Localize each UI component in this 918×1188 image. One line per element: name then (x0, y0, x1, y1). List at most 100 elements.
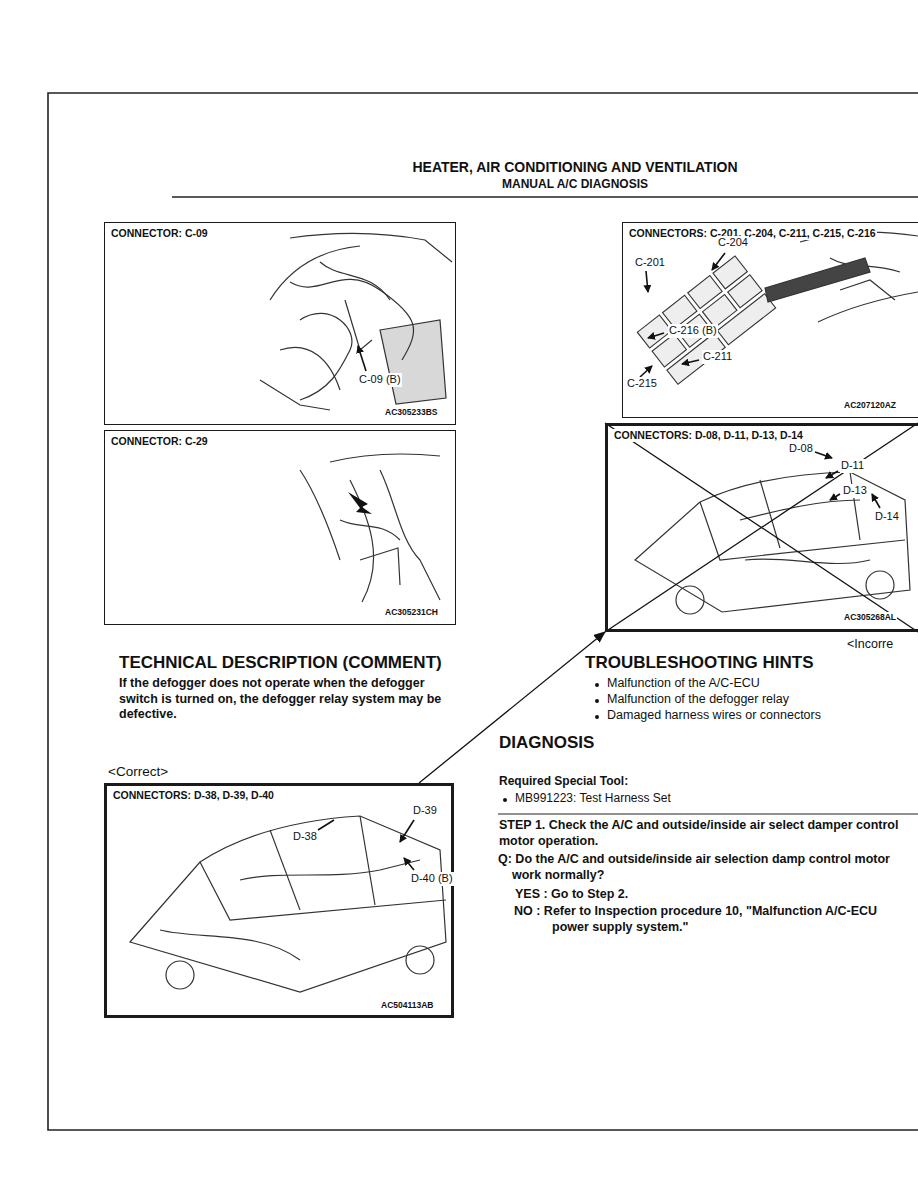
page-title: HEATER, AIR CONDITIONING AND VENTILATION (300, 159, 850, 175)
section-heading: TROUBLESHOOTING HINTS (584, 652, 815, 673)
dashboard-sketch-part (380, 470, 440, 600)
crossed-out-mark (605, 423, 918, 632)
callout-label: D-40 (B) (410, 872, 454, 886)
callout-arrow-part (400, 820, 414, 842)
page-frame-part (498, 814, 918, 815)
callout-arrow-part (646, 271, 648, 292)
section-subtitle: MANUAL A/C DIAGNOSIS (300, 177, 850, 192)
answer-text: NO : Refer to Inspection procedure 10, "… (514, 904, 914, 935)
hint-item: Malfunction of the A/C-ECU (606, 676, 761, 692)
callout-label: C-216 (B) (668, 324, 718, 338)
box-heading: CONNECTORS: C-201, C-204, C-211, C-215, … (628, 227, 877, 240)
crossed-out-mark-part (605, 423, 918, 632)
callout-label: C-09 (B) (358, 373, 402, 387)
callout-arrow-part (640, 366, 652, 377)
vehicle-sketch-part (166, 961, 194, 989)
callout-arrow-part (682, 360, 699, 364)
vehicle-sketch-part (676, 586, 704, 614)
callout-arrow-part (404, 858, 414, 870)
section-heading: DIAGNOSIS (498, 732, 595, 753)
callout-label: C-201 (634, 256, 666, 270)
dashboard-sketch-part (290, 279, 414, 360)
dashboard-sketch-part (260, 380, 330, 410)
vehicle-sketch-part (635, 472, 910, 612)
correct-view-box: <Correct>CONNECTORS: D-38, D-39, D-40 (104, 783, 454, 1018)
dashboard-sketch (260, 233, 452, 410)
box-heading: CONNECTOR: C-29 (110, 435, 209, 448)
vehicle-interior-sketch (765, 232, 918, 322)
callout-arrow (318, 820, 414, 870)
callout-arrow-part (872, 494, 880, 508)
connector-block (637, 256, 775, 384)
callout-arrow-part (358, 346, 366, 371)
description-text: If the defogger does not operate when th… (118, 676, 458, 723)
incorrect-view-box: CONNECTORS: D-08, D-11, D-13, D-14<Incor… (605, 423, 918, 632)
figure-code: AC305231CH (384, 607, 439, 618)
bullet-dot (595, 699, 599, 703)
callout-label: D-14 (874, 510, 900, 524)
tool-heading: Required Special Tool: (498, 774, 629, 789)
hint-item: Malfunction of the defogger relay (606, 692, 790, 708)
callout-label: D-11 (840, 459, 865, 473)
figure-code: AC504113AB (380, 1000, 434, 1011)
vehicle-sketch-part (740, 500, 860, 520)
page-frame-part (48, 93, 918, 1130)
bullet-dot (595, 683, 599, 687)
vehicle-sketch-part (866, 571, 894, 599)
dashboard-sketch-part (340, 520, 400, 540)
vehicle-sketch-part (745, 559, 870, 564)
vehicle-sketch-part (160, 930, 300, 960)
tool-item: MB991223: Test Harness Set (514, 791, 672, 806)
vehicle-sketch-part (850, 472, 860, 540)
callout-label: D-13 (842, 484, 868, 498)
callout-label: D-38 (292, 830, 318, 844)
page-frame-part (172, 196, 918, 197)
box-heading: CONNECTORS: D-38, D-39, D-40 (112, 789, 275, 802)
page-frame (48, 93, 918, 1130)
question-text: Q: Do the A/C and outside/inside air sel… (498, 852, 916, 883)
vehicle-sketch-part (240, 860, 420, 880)
dashboard-sketch (300, 454, 440, 602)
box-heading: CONNECTORS: D-08, D-11, D-13, D-14 (613, 429, 804, 442)
section-heading: TECHNICAL DESCRIPTION (COMMENT) (118, 652, 443, 673)
callout-arrow-part (826, 471, 838, 478)
vehicle-interior-sketch-part (765, 258, 870, 302)
dashboard-sketch-part (300, 470, 340, 560)
vehicle-sketch-part (700, 502, 905, 560)
connector-view-box: CONNECTORS: C-201, C-204, C-211, C-215, … (622, 222, 918, 418)
dashboard-sketch-part (360, 548, 400, 585)
answer-text: YES : Go to Step 2. (514, 887, 914, 903)
vehicle-sketch-part (200, 862, 446, 920)
callout-label: D-08 (788, 442, 814, 456)
vehicle-sketch-part (406, 946, 434, 974)
bullet-dot (595, 715, 599, 719)
callout-arrow-part (712, 253, 725, 270)
vehicle-interior-sketch-part (840, 280, 895, 300)
figure-code: AC305233BS (384, 407, 438, 418)
callout-arrow-part (830, 494, 840, 500)
callout-arrow-part (648, 333, 664, 338)
callout-arrow (348, 492, 372, 514)
figure-code: AC305268AL (843, 612, 897, 623)
vehicle-sketch (130, 816, 446, 992)
callout-label: C-215 (626, 377, 658, 391)
connector-view-box: CONNECTOR: C-09 (104, 222, 456, 425)
callout-label: C-211 (702, 350, 733, 364)
callout-arrow (815, 452, 880, 508)
callout-arrow-part (348, 492, 372, 514)
hint-item: Damaged harness wires or connectors (606, 708, 822, 724)
dashboard-sketch-part (330, 454, 440, 462)
dashboard-sketch-part (280, 347, 340, 390)
vehicle-sketch-part (130, 816, 446, 992)
callout-label: C-204 (717, 236, 749, 250)
box-heading: CONNECTOR: C-09 (110, 227, 209, 240)
step-heading: STEP 1. Check the A/C and outside/inside… (498, 818, 916, 849)
dashboard-sketch-part (290, 233, 452, 262)
vehicle-sketch-part (360, 816, 375, 905)
dashboard-sketch-part (345, 300, 372, 350)
callout-arrow (358, 346, 366, 371)
connector-block-part (717, 294, 775, 345)
